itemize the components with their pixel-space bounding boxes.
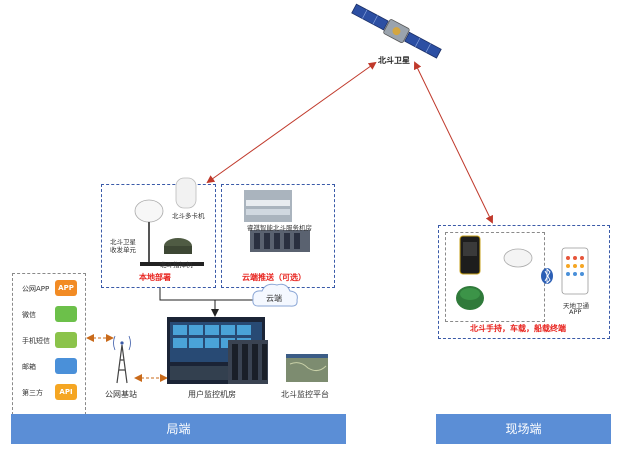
- channel-icon: [55, 332, 77, 348]
- multi-card-icon: [175, 177, 197, 209]
- sat-to-field-line: [414, 61, 493, 224]
- app-phone-icon: [561, 247, 589, 295]
- channel-icon: APP: [55, 280, 77, 296]
- channel-label: 第三方: [22, 389, 43, 397]
- channel-icon: API: [55, 384, 77, 400]
- tx-unit-label-1: 北斗卫星: [110, 238, 136, 246]
- vehicle-terminal-icon: [503, 248, 533, 268]
- sat-to-local-line: [206, 61, 377, 184]
- field-outer-box: [438, 225, 610, 339]
- multi-card-label: 北斗多卡机: [172, 212, 205, 220]
- local-deploy-box: [101, 184, 216, 288]
- channel-label: 邮箱: [22, 363, 36, 371]
- field-bar: 现场端: [436, 414, 611, 444]
- channel-icon: [55, 358, 77, 374]
- tx-unit-label-2: 收发单元: [110, 246, 136, 254]
- channel-label: 手机短信: [22, 337, 50, 345]
- service-room-label: 睿祺智能北斗服务机房: [247, 224, 312, 232]
- field-terminals-label: 北斗手持，车载，船载终端: [470, 324, 566, 333]
- local-to-room-line: [159, 287, 215, 301]
- local-deploy-label: 本地部署: [139, 273, 171, 282]
- app-label-1: 天地卫通: [563, 302, 589, 310]
- satellite-label: 北斗卫星: [378, 56, 410, 65]
- channel-label: 微信: [22, 311, 36, 319]
- channel-label: 公网APP: [22, 285, 50, 293]
- platform-label: 北斗监控平台: [281, 390, 329, 399]
- cloud-label: 云端: [266, 294, 282, 303]
- base-station-label: 公网基站: [105, 390, 137, 399]
- channel-icon: [55, 306, 77, 322]
- cloud-push-label: 云端推送（可选）: [242, 273, 306, 282]
- bureau-bar: 局端: [11, 414, 346, 444]
- monitor-room-label: 用户监控机房: [188, 390, 236, 399]
- app-label-2: APP: [569, 308, 582, 316]
- command-machine-label: 北斗指挥机: [160, 261, 193, 269]
